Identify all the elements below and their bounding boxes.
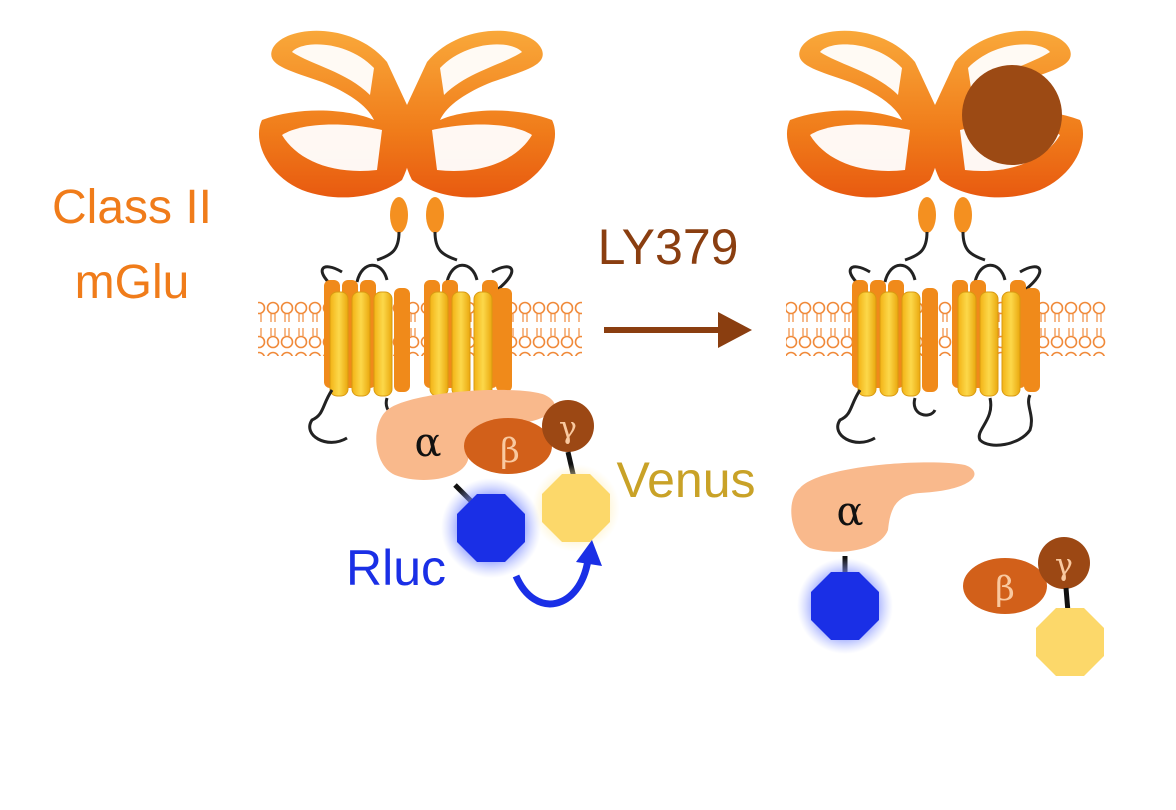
g-alpha-subunit-free <box>791 462 975 552</box>
g-gamma-subunit-free <box>1038 537 1090 589</box>
alpha-label: α <box>414 420 441 466</box>
rluc-octagon-icon <box>457 494 525 562</box>
gamma-label-free: γ <box>1055 548 1073 583</box>
receptor-class-label-line1: Class II <box>52 181 212 234</box>
venus-octagon-icon-free <box>1036 608 1104 676</box>
bret-transfer-arrow-icon <box>512 559 592 608</box>
g-protein-heterotrimer <box>376 389 620 608</box>
beta-label-free: β <box>995 569 1015 609</box>
g-beta-subunit <box>464 418 552 474</box>
g-gamma-subunit <box>542 400 594 452</box>
ligand-ball-icon <box>962 65 1062 165</box>
receptor-inactive <box>257 29 557 447</box>
venus-label: Venus <box>616 452 755 508</box>
rluc-label: Rluc <box>346 540 446 596</box>
agonist-label: LY379 <box>598 219 739 275</box>
g-alpha-subunit <box>376 389 555 480</box>
rluc-octagon-icon-free <box>811 572 879 640</box>
membrane-right <box>786 300 1106 356</box>
membrane-left <box>258 300 582 356</box>
g-protein-dissociated <box>791 462 1104 676</box>
receptor-class-label-line2: mGlu <box>75 256 190 309</box>
g-beta-subunit-free <box>963 558 1047 614</box>
venus-octagon-icon <box>542 474 610 542</box>
beta-label: β <box>500 431 520 471</box>
activation-arrow <box>604 312 752 348</box>
gamma-label: γ <box>559 411 577 446</box>
alpha-label-free: α <box>836 489 863 535</box>
